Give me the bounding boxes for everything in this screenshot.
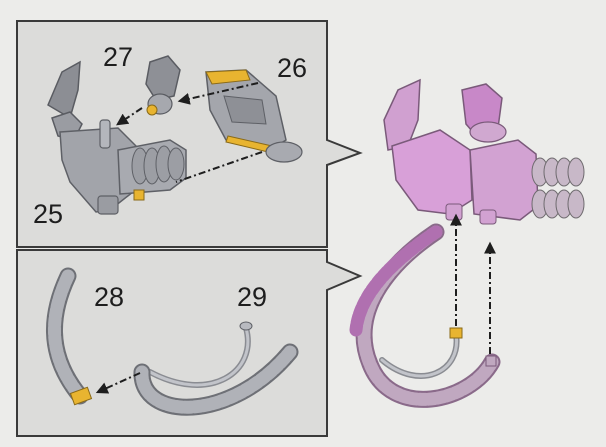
part-label-26: 26 xyxy=(277,53,307,83)
part-label-29: 29 xyxy=(237,282,267,312)
assembled-hoses xyxy=(356,232,496,399)
part-label-28: 28 xyxy=(94,282,124,312)
assembled-gun xyxy=(384,80,584,224)
part-label-27: 27 xyxy=(103,42,133,72)
part-label-25: 25 xyxy=(33,199,63,229)
